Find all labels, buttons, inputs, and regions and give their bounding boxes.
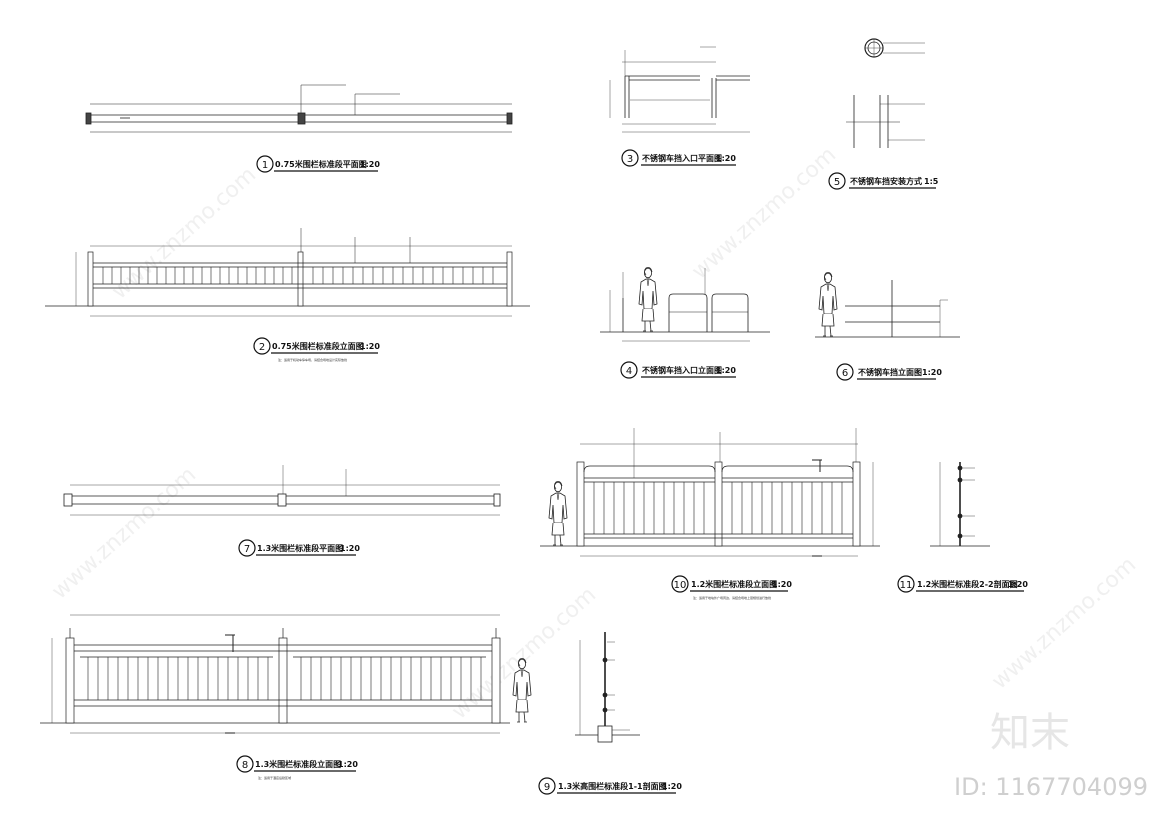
view-11-scale: 1:20 xyxy=(1008,580,1028,589)
view-9-scale: 1:20 xyxy=(662,782,682,791)
view-9-number: 9 xyxy=(544,782,550,793)
view-8-note: 注：适用于酒店后勤区域 xyxy=(258,775,291,780)
view-4-title: 4 不锈钢车挡入口立面图 1:20 xyxy=(620,361,736,379)
view-4-number: 4 xyxy=(626,366,632,377)
view-3-number: 3 xyxy=(627,154,633,165)
view-7-scale: 1:20 xyxy=(340,544,360,553)
view-1-plan-075 xyxy=(85,84,513,133)
view-9-section-11 xyxy=(575,632,640,743)
view-9-title-text: 1.3米高围栏标准段1-1剖面图 xyxy=(558,781,667,791)
view-10-title-text: 1.2米围栏标准段立面图 xyxy=(691,579,777,589)
view-1-scale: 1:20 xyxy=(360,160,380,169)
brand-watermark: 知末 ID: 1167704099 xyxy=(954,710,1148,801)
view-5-title-text: 不锈钢车挡安装方式 xyxy=(850,176,922,186)
watermark-site-5: www.znzmo.com xyxy=(987,552,1141,694)
view-3-title: 3 不锈钢车挡入口平面图 1:20 xyxy=(621,149,736,167)
view-2-number: 2 xyxy=(259,342,265,353)
view-10-elev-12 xyxy=(540,428,880,557)
view-10-title: 10 1.2米围栏标准段立面图 1:20 注：适用于地块外广场周边，请结合场地上… xyxy=(671,575,792,600)
view-7-title: 7 1.3米围栏标准段平面图 1:20 xyxy=(238,539,360,557)
site-watermarks: www.znzmo.com www.znzmo.com www.znzmo.co… xyxy=(47,142,1141,724)
view-7-number: 7 xyxy=(244,544,250,555)
image-id-text: ID: 1167704099 xyxy=(954,773,1148,801)
view-6-scale: 1:20 xyxy=(922,368,942,377)
view-8-number: 8 xyxy=(242,760,248,771)
view-11-section-22 xyxy=(930,462,990,547)
view-7-title-text: 1.3米围栏标准段平面图 xyxy=(257,543,343,553)
view-10-scale: 1:20 xyxy=(772,580,792,589)
view-4-title-text: 不锈钢车挡入口立面图 xyxy=(642,365,722,375)
brand-logo-text: 知末 xyxy=(990,710,1070,756)
view-2-scale: 1:20 xyxy=(360,342,380,351)
view-9-title: 9 1.3米高围栏标准段1-1剖面图 1:20 xyxy=(538,777,682,795)
view-8-elev-13 xyxy=(40,614,532,734)
watermark-site-3: www.znzmo.com xyxy=(47,462,201,604)
view-5-scale: 1:5 xyxy=(924,177,939,186)
view-2-note: 注：适用于机动车停车场，请结合场地设计实际放线 xyxy=(278,357,347,362)
view-10-note: 注：适用于地块外广场周边，请结合场地上层规划进行放线 xyxy=(693,595,771,600)
view-4-bollard-elev xyxy=(600,267,770,342)
watermark-site-2: www.znzmo.com xyxy=(687,142,841,284)
view-1-title-text: 0.75米围栏标准段平面图 xyxy=(275,159,367,169)
view-8-title: 8 1.3米围栏标准段立面图 1:20 注：适用于酒店后勤区域 xyxy=(236,755,358,780)
view-5-title: 5 不锈钢车挡安装方式 1:5 xyxy=(828,172,939,190)
view-2-title: 2 0.75米围栏标准段立面图 1:20 注：适用于机动车停车场，请结合场地设计… xyxy=(253,337,380,362)
view-8-title-text: 1.3米围栏标准段立面图 xyxy=(255,759,341,769)
view-4-scale: 1:20 xyxy=(716,366,736,375)
view-1-number: 1 xyxy=(262,160,268,171)
view-6-title-text: 不锈钢车挡立面图 xyxy=(858,367,922,377)
view-2-title-text: 0.75米围栏标准段立面图 xyxy=(272,341,364,351)
view-5-number: 5 xyxy=(834,177,840,188)
view-11-number: 11 xyxy=(900,580,913,591)
view-6-title: 6 不锈钢车挡立面图 1:20 xyxy=(836,363,942,381)
view-3-title-text: 不锈钢车挡入口平面图 xyxy=(642,153,722,163)
view-3-bollard-plan xyxy=(609,46,750,133)
view-6-number: 6 xyxy=(842,368,848,379)
view-1-title: 1 0.75米围栏标准段平面图 1:20 xyxy=(256,155,380,173)
view-10-number: 10 xyxy=(674,580,687,591)
view-3-scale: 1:20 xyxy=(716,154,736,163)
view-11-title: 11 1.2米围栏标准段2-2剖面图 1:20 xyxy=(897,575,1028,593)
view-2-elev-075 xyxy=(45,228,530,317)
view-5-mount-detail xyxy=(846,38,925,148)
view-8-scale: 1:20 xyxy=(338,760,358,769)
view-6-bollard-elev xyxy=(815,272,960,338)
view-11-title-text: 1.2米围栏标准段2-2剖面图 xyxy=(917,579,1018,589)
view-7-plan-13 xyxy=(63,465,501,516)
